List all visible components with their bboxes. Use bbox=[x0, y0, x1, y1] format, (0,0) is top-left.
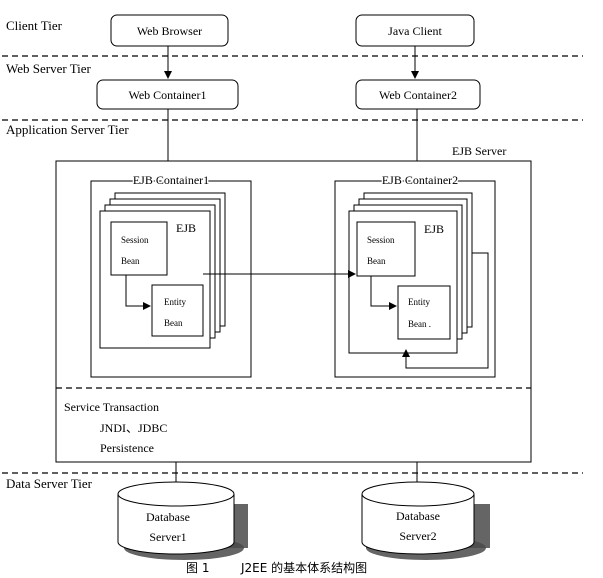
session-label: Session bbox=[121, 235, 149, 245]
bean-label: Bean bbox=[121, 256, 140, 266]
session-bean-box bbox=[110, 221, 168, 276]
web-server-tier-label: Web Server Tier bbox=[6, 61, 92, 76]
jndi-jdbc-label: JNDI、JDBC bbox=[100, 421, 167, 435]
arrow-session-to-entity bbox=[125, 275, 151, 310]
persistence-label: Persistence bbox=[100, 441, 154, 455]
database-cylinder-body bbox=[361, 494, 475, 555]
entity-bean-label: Bean . bbox=[408, 319, 431, 329]
arrow-loop-back-to-entity bbox=[402, 252, 489, 369]
entity-label: Entity bbox=[408, 297, 430, 307]
ejb-container1: EJB Container1 EJB Session Bean Entity B… bbox=[90, 171, 252, 378]
database-server1: Database Server1 bbox=[117, 481, 248, 560]
bean-label: Bean bbox=[164, 318, 183, 328]
ejb-label: EJB bbox=[424, 222, 444, 236]
web-browser-box: Web Browser bbox=[110, 14, 229, 47]
application-server-tier-label: Application Server Tier bbox=[6, 122, 129, 137]
session-bean-box bbox=[356, 221, 416, 277]
ejb-container2: EJB Container2 EJB Session Bean Entity B… bbox=[334, 171, 496, 378]
database-cylinder-top bbox=[117, 481, 235, 507]
ejb-container1-label: EJB Container1 bbox=[133, 173, 209, 187]
java-client-box: Java Client bbox=[355, 14, 475, 47]
web-container1-box: Web Container1 bbox=[96, 79, 239, 110]
data-server-tier-label: Data Server Tier bbox=[6, 476, 93, 491]
server2-label: Server2 bbox=[399, 529, 436, 543]
ejb-server-label: EJB Server bbox=[452, 144, 506, 158]
database-cylinder-top bbox=[361, 481, 475, 507]
service-transaction-label: Service Transaction bbox=[64, 400, 159, 414]
session-label: Session bbox=[367, 235, 395, 245]
entity-label: Entity bbox=[164, 297, 186, 307]
entity-bean-box bbox=[151, 284, 204, 337]
web-browser-label: Web Browser bbox=[137, 24, 202, 38]
server1-label: Server1 bbox=[149, 530, 186, 544]
ejb-container2-label: EJB Container2 bbox=[382, 173, 458, 187]
database-label: Database bbox=[396, 509, 440, 523]
java-client-label: Java Client bbox=[388, 24, 442, 38]
bean-label: Bean bbox=[367, 256, 386, 266]
web-container2-label: Web Container2 bbox=[379, 88, 457, 102]
database-cylinder-body bbox=[117, 494, 235, 555]
entity-bean-box bbox=[397, 285, 451, 340]
ejb-label: EJB bbox=[176, 221, 196, 235]
figure-caption: J2EE 的基本体系结构图 bbox=[240, 560, 367, 575]
arrow-session-to-entity bbox=[370, 276, 397, 310]
web-container2-box: Web Container2 bbox=[355, 79, 481, 110]
client-tier-label: Client Tier bbox=[6, 18, 63, 33]
web-container1-label: Web Container1 bbox=[128, 88, 206, 102]
database-label: Database bbox=[146, 510, 190, 524]
figure-number: 图 1 bbox=[186, 561, 209, 575]
database-server2: Database Server2 bbox=[361, 481, 490, 560]
